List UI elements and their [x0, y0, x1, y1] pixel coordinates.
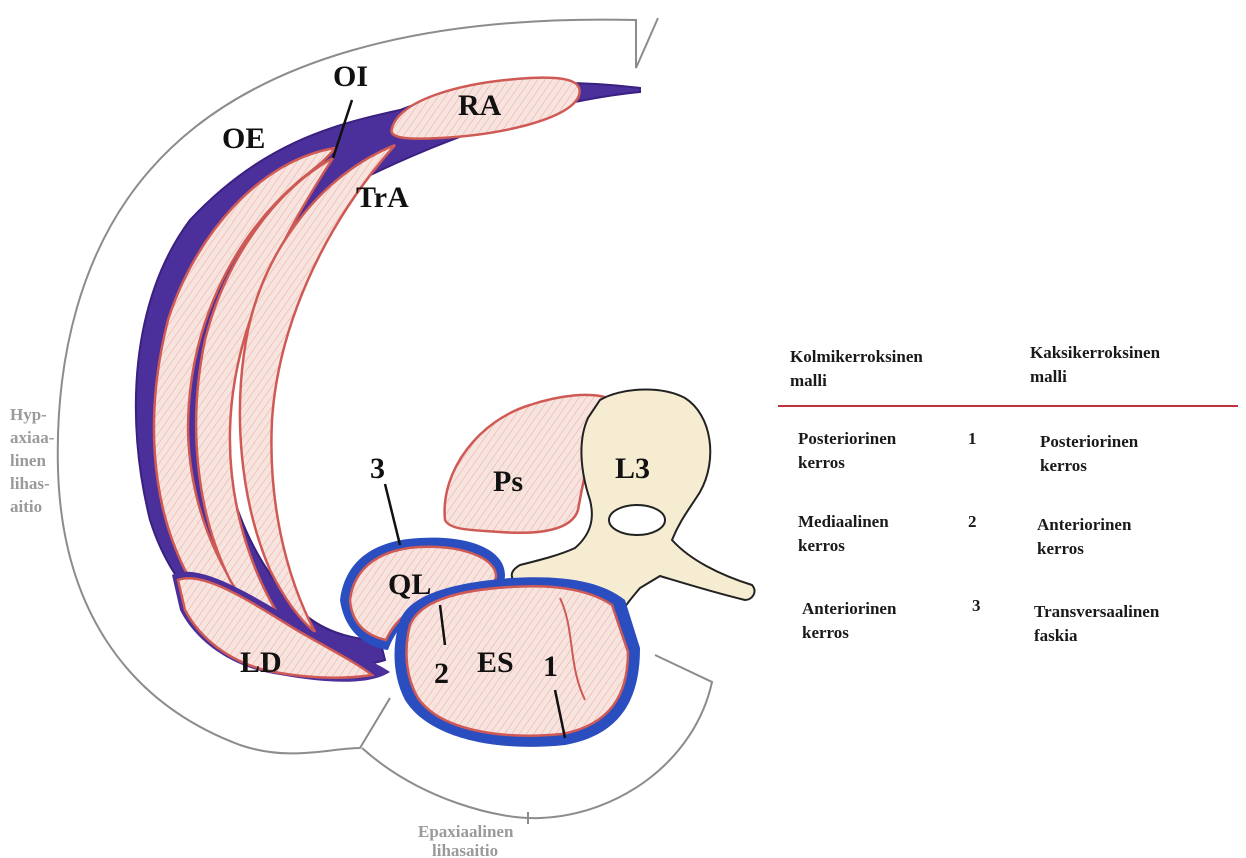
- vertebral-foramen: [609, 505, 665, 535]
- tra-label: TrA: [356, 181, 409, 214]
- svg-text:Epaxiaalinen: Epaxiaalinen: [418, 822, 514, 841]
- svg-text:Anteriorinen: Anteriorinen: [802, 599, 897, 618]
- table-header-three-layer: Kolmikerroksinen malli: [790, 347, 923, 390]
- svg-text:Mediaalinen: Mediaalinen: [798, 512, 889, 531]
- es-label: ES: [477, 646, 514, 679]
- svg-text:linen: linen: [10, 451, 46, 470]
- table-header-two-layer: Kaksikerroksinen malli: [1030, 343, 1161, 386]
- table-row: Posteriorinen kerros 1 Posteriorinen ker…: [798, 429, 1139, 475]
- svg-text:kerros: kerros: [798, 453, 845, 472]
- marker-3-pointer-line: [385, 484, 400, 545]
- svg-text:malli: malli: [790, 371, 827, 390]
- svg-text:kerros: kerros: [798, 536, 845, 555]
- epaxial-compartment-label: Epaxiaalinen lihasaitio: [418, 822, 514, 858]
- svg-text:axiaa-: axiaa-: [10, 428, 55, 447]
- svg-text:Hyp-: Hyp-: [10, 405, 47, 424]
- table-row: Mediaalinen kerros 2 Anteriorinen kerros: [798, 512, 1132, 558]
- svg-text:1: 1: [968, 429, 977, 448]
- svg-text:aitio: aitio: [10, 497, 42, 516]
- svg-text:malli: malli: [1030, 367, 1067, 386]
- l3-label: L3: [615, 452, 650, 485]
- ps-label: Ps: [493, 465, 523, 498]
- ra-label: RA: [458, 89, 502, 122]
- svg-text:Transversaalinen: Transversaalinen: [1034, 602, 1160, 621]
- marker-2: 2: [434, 657, 449, 690]
- svg-text:2: 2: [968, 512, 977, 531]
- svg-text:lihasaitio: lihasaitio: [432, 841, 498, 858]
- ql-label: QL: [388, 568, 431, 601]
- marker-3: 3: [370, 452, 385, 485]
- svg-text:lihas-: lihas-: [10, 474, 50, 493]
- svg-text:kerros: kerros: [802, 623, 849, 642]
- svg-text:3: 3: [972, 596, 981, 615]
- svg-text:Kaksikerroksinen: Kaksikerroksinen: [1030, 343, 1161, 362]
- svg-text:Posteriorinen: Posteriorinen: [1040, 432, 1139, 451]
- svg-text:kerros: kerros: [1040, 456, 1087, 475]
- marker-1: 1: [543, 650, 558, 683]
- svg-text:faskia: faskia: [1034, 626, 1078, 645]
- layer-model-table: Kolmikerroksinen malli Kaksikerroksinen …: [778, 343, 1238, 645]
- oi-label: OI: [333, 60, 368, 93]
- svg-text:kerros: kerros: [1037, 539, 1084, 558]
- ld-label: LD: [240, 646, 282, 679]
- svg-text:Anteriorinen: Anteriorinen: [1037, 515, 1132, 534]
- svg-text:Posteriorinen: Posteriorinen: [798, 429, 897, 448]
- svg-text:Kolmikerroksinen: Kolmikerroksinen: [790, 347, 923, 366]
- table-row: Anteriorinen kerros 3 Transversaalinen f…: [802, 596, 1160, 645]
- hypaxial-compartment-label: Hyp- axiaa- linen lihas- aitio: [10, 405, 55, 516]
- oe-label: OE: [222, 122, 265, 155]
